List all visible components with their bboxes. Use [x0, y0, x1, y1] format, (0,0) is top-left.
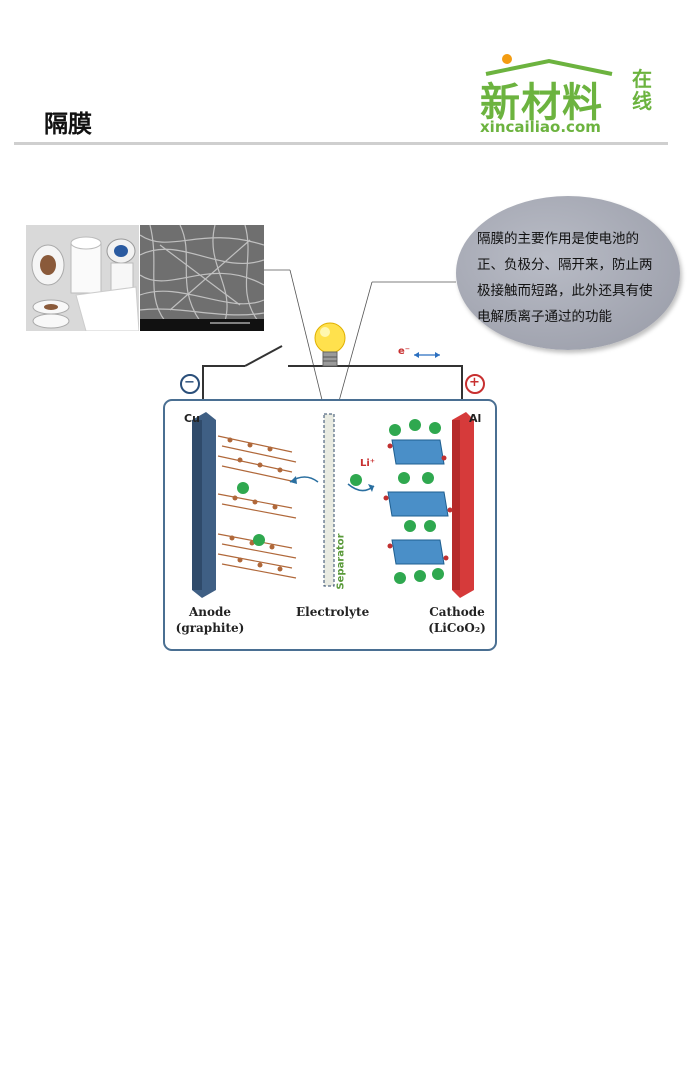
callout-bubble	[456, 196, 680, 350]
logo-dot-icon	[502, 54, 512, 64]
logo-side-text: 在线	[632, 67, 652, 113]
header-rule	[14, 142, 668, 145]
electrolyte-label: Electrolyte	[296, 605, 370, 619]
lithium-ion-moving	[350, 474, 362, 486]
separator-membrane	[323, 413, 335, 587]
cathode-sub-label: (LiCoO₂)	[428, 621, 486, 635]
pointer-line-left-diag	[289, 269, 326, 413]
pointer-line-right-diag	[335, 281, 373, 413]
negative-sign: −	[184, 375, 195, 390]
switch-lever	[244, 345, 283, 367]
separator-rolls-photo	[26, 225, 139, 331]
anode-metal-label: Cu	[184, 412, 200, 425]
separator-sem-image	[140, 225, 264, 331]
page-title: 隔膜	[44, 110, 92, 138]
ion-label: Li⁺	[360, 458, 376, 469]
cathode-metal-label: Al	[469, 412, 482, 425]
battery-diagram	[163, 269, 497, 651]
electron-label: e⁻	[398, 346, 411, 357]
logo[interactable]: 新材料 在线 xincailiao.com	[472, 50, 672, 140]
circuit-wire	[202, 365, 463, 410]
anode-label: Anode	[188, 605, 232, 619]
cathode-label: Cathode	[429, 605, 485, 619]
logo-url-text: xincailiao.com	[480, 118, 601, 136]
roof-icon	[485, 58, 613, 76]
callout-text: 隔膜的主要作用是使电池的正、负极分、隔开来，防止两极接触而短路，此外还具有使电解…	[477, 231, 653, 325]
positive-terminal-icon	[465, 374, 485, 394]
lithium-ion-anode-1	[237, 482, 249, 494]
light-bulb-icon	[314, 322, 346, 367]
negative-terminal-icon	[180, 374, 200, 394]
separator-label: Separator	[335, 533, 347, 590]
positive-sign: +	[469, 375, 480, 390]
anode-sub-label: (graphite)	[175, 621, 245, 635]
licoo2-structure	[383, 419, 453, 584]
lithium-ion-anode-2	[253, 534, 265, 546]
logo-main-text: 新材料	[480, 80, 603, 126]
